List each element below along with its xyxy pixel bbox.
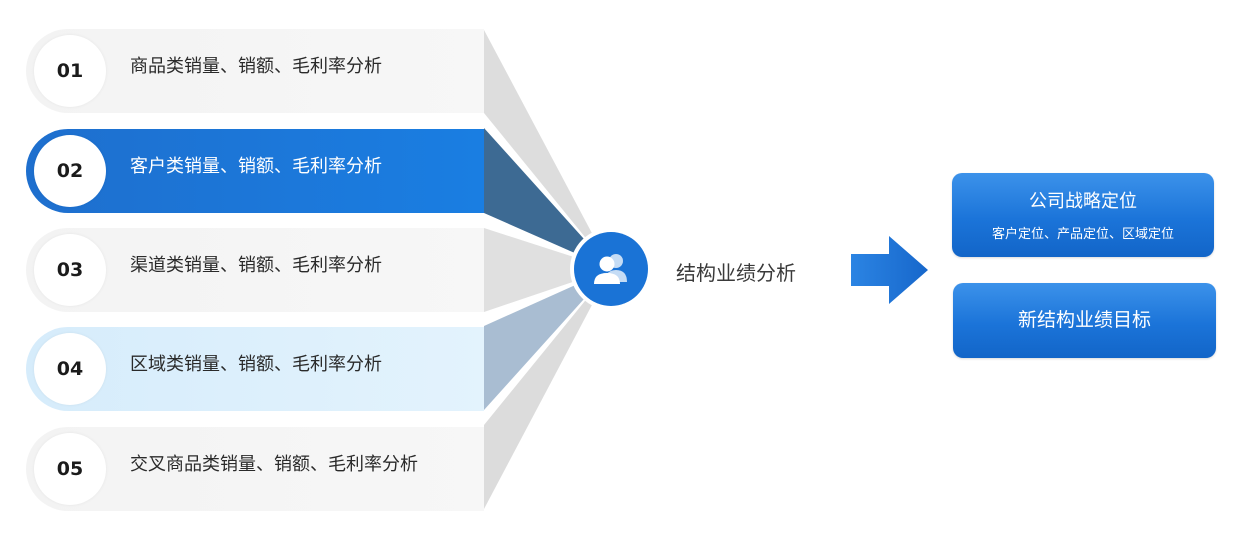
number-badge: 02 bbox=[34, 135, 106, 207]
strategy-box: 公司战略定位 客户定位、产品定位、区域定位 bbox=[952, 173, 1214, 257]
wedge-02 bbox=[484, 128, 611, 269]
target-box: 新结构业绩目标 bbox=[953, 283, 1216, 358]
row-02: 02 客户类销量、销额、毛利率分析 bbox=[26, 129, 484, 213]
wedge-04 bbox=[484, 269, 611, 410]
row-label: 交叉商品类销量、销额、毛利率分析 bbox=[130, 454, 418, 475]
wedge-05 bbox=[484, 269, 611, 509]
wedge-03 bbox=[484, 228, 611, 312]
strategy-title: 公司战略定位 bbox=[1029, 191, 1137, 212]
row-label: 商品类销量、销额、毛利率分析 bbox=[130, 56, 382, 77]
row-04: 04 区域类销量、销额、毛利率分析 bbox=[26, 327, 484, 411]
row-05: 05 交叉商品类销量、销额、毛利率分析 bbox=[26, 427, 484, 511]
row-label: 客户类销量、销额、毛利率分析 bbox=[130, 156, 382, 177]
target-title: 新结构业绩目标 bbox=[1017, 309, 1151, 331]
number-badge: 05 bbox=[34, 433, 106, 505]
number-badge: 03 bbox=[34, 234, 106, 306]
right-arrow-icon bbox=[851, 236, 928, 304]
row-number: 04 bbox=[56, 358, 84, 380]
row-number: 01 bbox=[56, 60, 84, 82]
row-number: 03 bbox=[56, 259, 84, 281]
row-03: 03 渠道类销量、销额、毛利率分析 bbox=[26, 228, 484, 312]
number-badge: 04 bbox=[34, 333, 106, 405]
row-label: 渠道类销量、销额、毛利率分析 bbox=[130, 255, 382, 276]
hub-circle bbox=[574, 232, 648, 306]
row-number: 05 bbox=[56, 458, 84, 480]
center-label: 结构业绩分析 bbox=[676, 261, 796, 285]
number-badge: 01 bbox=[34, 35, 106, 107]
row-01: 01 商品类销量、销额、毛利率分析 bbox=[26, 29, 484, 113]
row-label: 区域类销量、销额、毛利率分析 bbox=[130, 354, 382, 375]
users-icon bbox=[594, 254, 627, 284]
strategy-subtitle: 客户定位、产品定位、区域定位 bbox=[991, 227, 1174, 242]
row-number: 02 bbox=[56, 160, 84, 182]
wedge-01 bbox=[484, 30, 611, 269]
